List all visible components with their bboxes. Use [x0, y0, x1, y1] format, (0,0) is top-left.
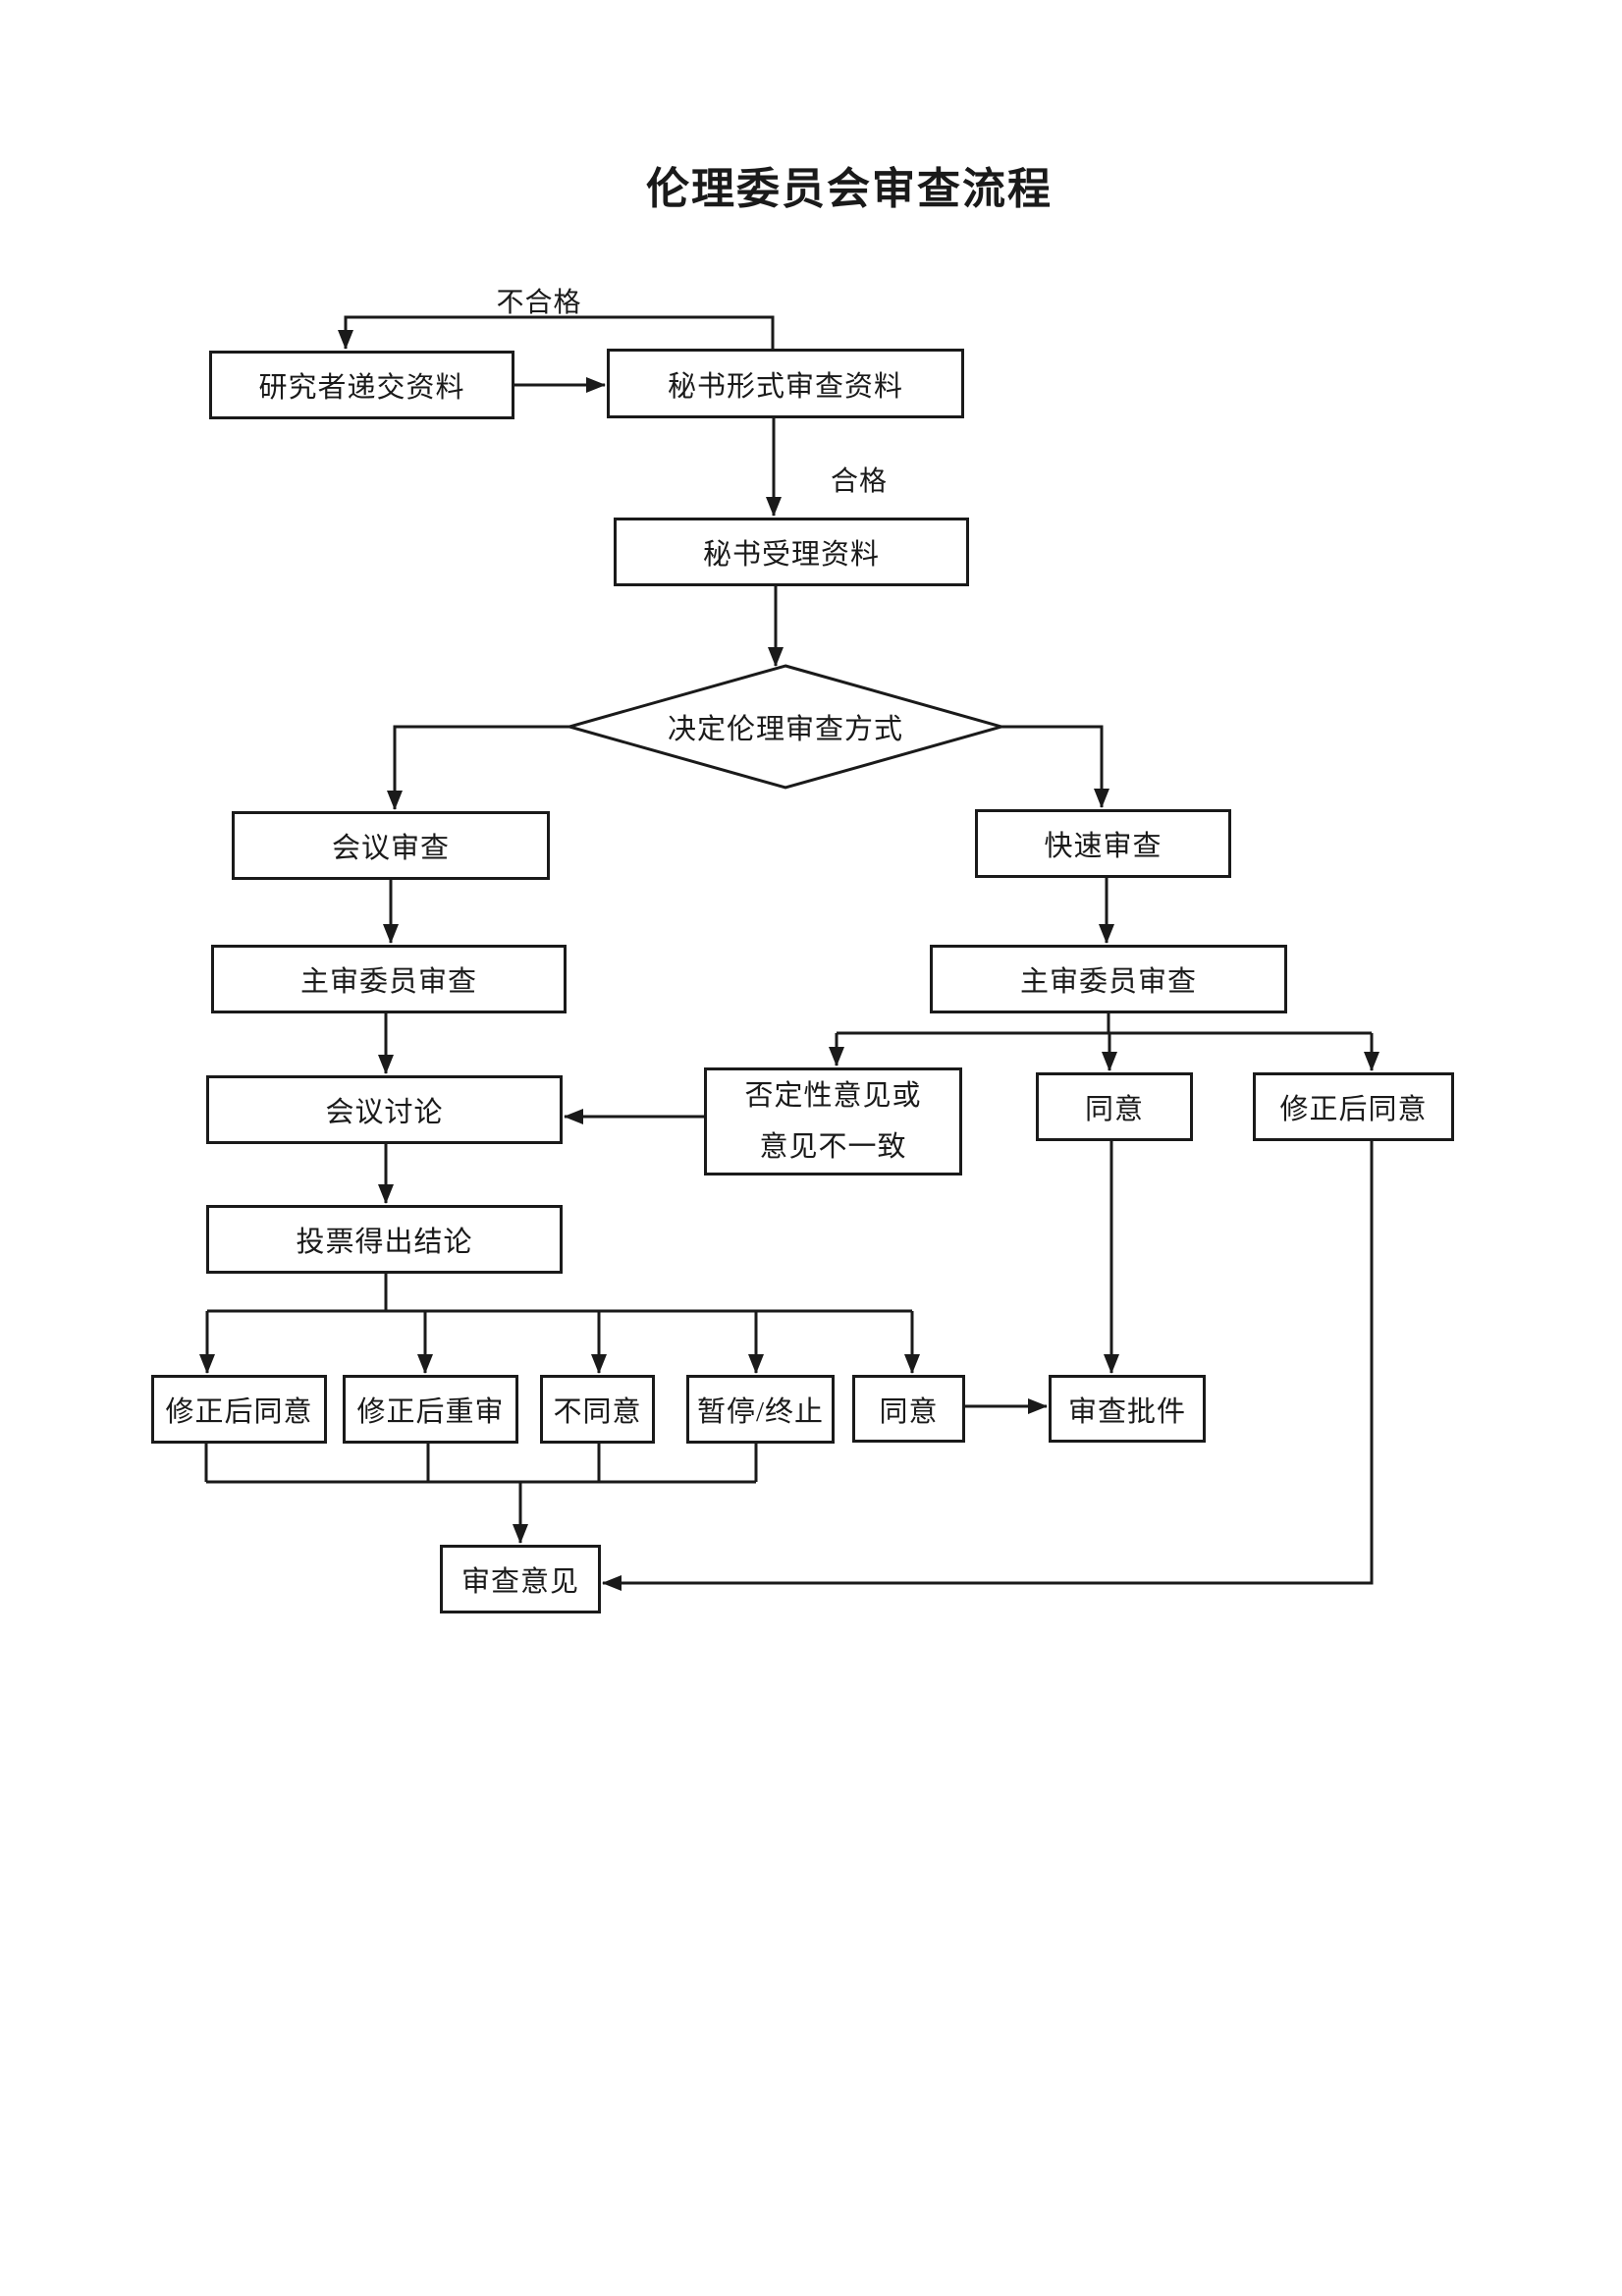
node-vote-conclusion: 投票得出结论 — [206, 1205, 563, 1274]
node-disagree: 不同意 — [540, 1375, 655, 1444]
node-suspend-terminate: 暂停/终止 — [686, 1375, 835, 1444]
node-revise-then-agree-right: 修正后同意 — [1253, 1072, 1454, 1141]
node-secretary-form-review: 秘书形式审查资料 — [607, 349, 964, 418]
node-fast-review: 快速审查 — [975, 809, 1231, 878]
node-agree-right: 同意 — [1036, 1072, 1193, 1141]
edge-label-fail: 不合格 — [496, 288, 582, 318]
node-negative-opinion: 否定性意见或 意见不一致 — [704, 1067, 962, 1175]
node-chief-review-right: 主审委员审查 — [930, 945, 1287, 1013]
edge-revise-agree-right-to-review-opinion — [602, 1141, 1374, 1591]
edge-decide-to-meeting-review — [387, 725, 569, 810]
node-approval-document: 审查批件 — [1049, 1375, 1206, 1443]
node-submit: 研究者递交资料 — [209, 351, 514, 419]
node-agree-bottom: 同意 — [852, 1375, 965, 1443]
decide-method-diamond — [564, 664, 1007, 790]
page-title: 伦理委员会审查流程 — [646, 165, 1053, 213]
node-meeting-review: 会议审查 — [232, 811, 550, 880]
node-chief-review-left: 主审委员审查 — [211, 945, 567, 1013]
edge-decide-to-fast-review — [1001, 725, 1109, 808]
node-secretary-accept: 秘书受理资料 — [614, 518, 969, 586]
node-review-opinion: 审查意见 — [440, 1545, 601, 1613]
node-decide-method-label: 决定伦理审查方式 — [667, 714, 903, 745]
edge-label-pass: 合格 — [830, 466, 888, 497]
node-revise-then-rereview: 修正后重审 — [343, 1375, 518, 1444]
node-revise-then-agree: 修正后同意 — [151, 1375, 327, 1444]
node-meeting-discussion: 会议讨论 — [206, 1075, 563, 1144]
edge-fail-loop — [338, 315, 775, 351]
